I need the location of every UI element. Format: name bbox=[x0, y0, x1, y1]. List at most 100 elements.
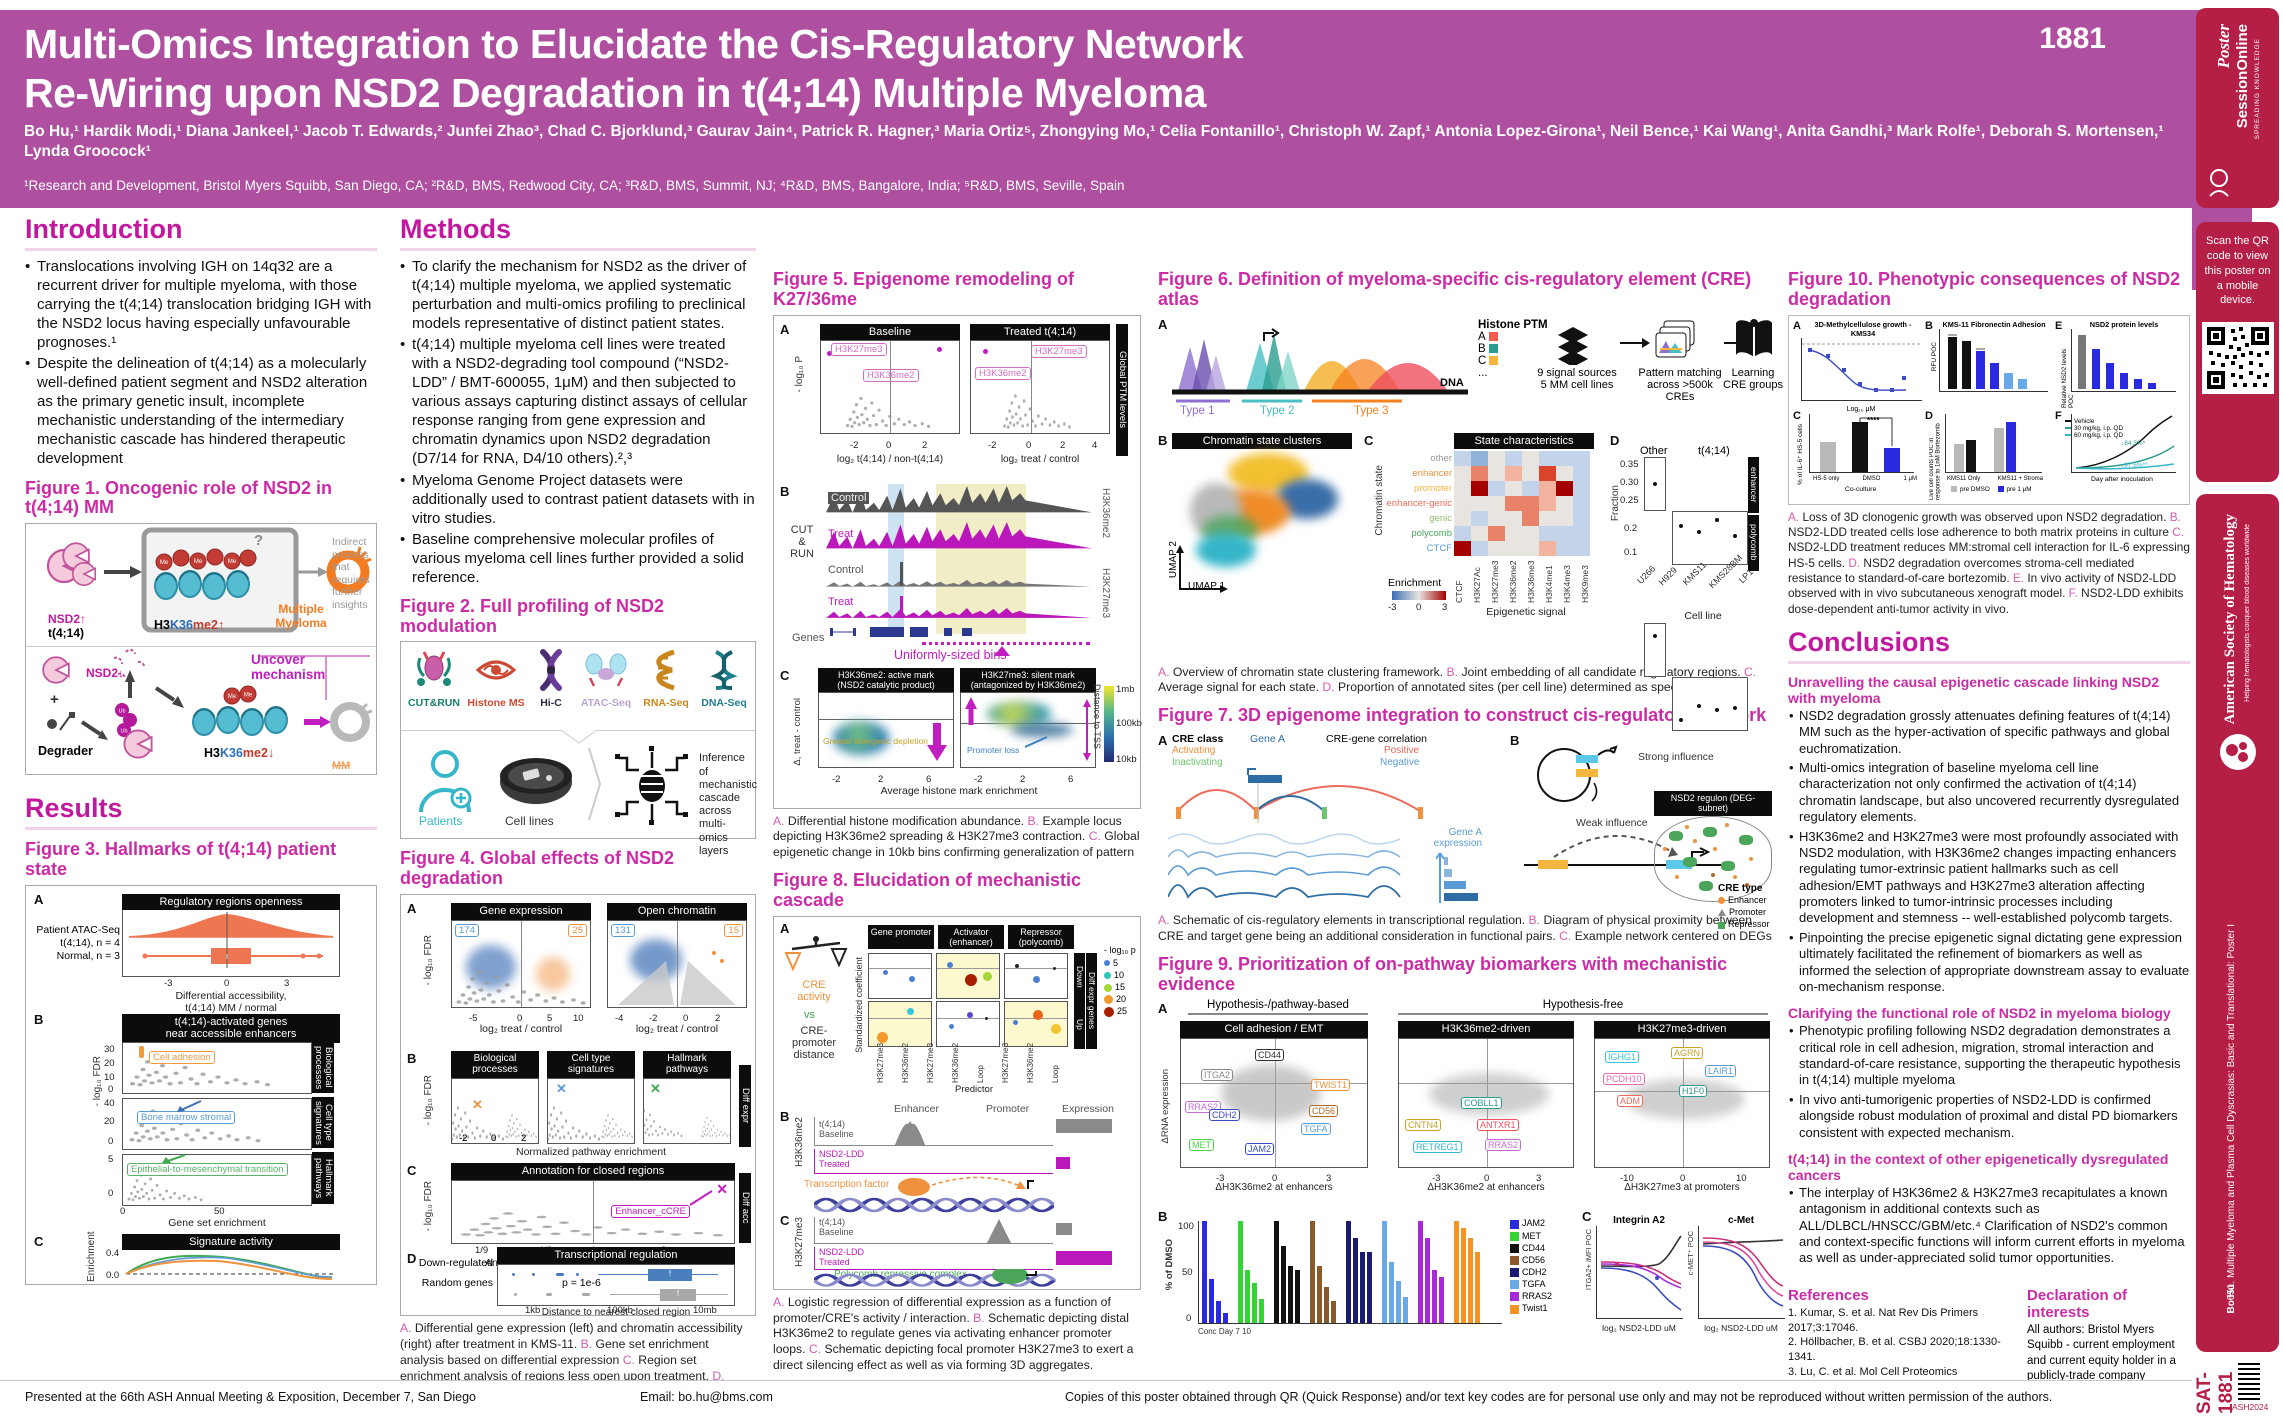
figure6-title: Figure 6. Definition of myeloma-specific… bbox=[1158, 269, 1752, 309]
fig6d-t414-bottom bbox=[1672, 676, 1748, 731]
fig9b-xlabels: Conc Day 7 10 bbox=[1198, 1327, 1251, 1337]
histone-ptm-legend: Histone PTM A B C ... bbox=[1478, 318, 1548, 379]
dna-label: DNA bbox=[1440, 376, 1464, 389]
fig1-bottom-diagram: + Ub Ub Me Me bbox=[42, 649, 373, 759]
assay-label: CUT&RUN bbox=[408, 697, 460, 710]
figure7-caption: A. Schematic of cis-regulatory elements … bbox=[1158, 913, 1772, 943]
fig3c-title: Signature activity bbox=[122, 1233, 340, 1251]
tick: 0 bbox=[491, 1132, 497, 1144]
network-icon bbox=[615, 746, 688, 826]
panel-letter: D bbox=[1610, 432, 1620, 448]
cell-lines-label: Cell lines bbox=[505, 814, 554, 829]
fig5c-p1: H3K36me2: active mark(NSD2 catalytic pro… bbox=[818, 667, 954, 785]
figure8-title: Figure 8. Elucidation of mechanistic cas… bbox=[773, 870, 1082, 910]
gene-label: ANTXR1 bbox=[1477, 1119, 1519, 1132]
tick: -3 bbox=[1432, 1173, 1441, 1185]
cre-class-label: CRE class bbox=[1172, 733, 1224, 746]
tick: 0.4 bbox=[106, 1247, 120, 1259]
histonems-icon bbox=[475, 660, 517, 680]
figure7: A CRE class Activating Inactivating Gene… bbox=[1158, 731, 1776, 929]
fig9b-legend: JAM2 MET CD44 CD56 CDH2 TGFA RRAS2 Twist… bbox=[1510, 1217, 1552, 1314]
xlabel: log₂ treat / control bbox=[479, 1022, 563, 1035]
fig9c-p2: c-Met c-MET⁺ POC log₂ NSD2-LDD uM bbox=[1686, 1215, 1785, 1334]
tick: 0 bbox=[108, 1083, 114, 1095]
figure2-title: Figure 2. Full profiling of NSD2 modulat… bbox=[400, 595, 664, 636]
footer-copies-note: Copies of this poster obtained through Q… bbox=[1065, 1390, 2053, 1404]
affiliations: ¹Research and Development, Bristol Myers… bbox=[24, 178, 1125, 193]
annotation: Epithelial-to-mesenchymal transition bbox=[127, 1162, 288, 1176]
gene-label: MET bbox=[1189, 1139, 1214, 1152]
tick: 0 bbox=[224, 977, 230, 989]
tick: -2 bbox=[850, 439, 859, 451]
tick: 3 bbox=[1536, 1173, 1542, 1185]
fig10f-legend: Vehicle 30 mg/kg, i.p. QD 60 mg/kg, i.p.… bbox=[2065, 418, 2123, 439]
tick: -2 bbox=[974, 773, 983, 785]
panel-title: H3K27me3: silent mark(antagonized by H3K… bbox=[960, 667, 1096, 693]
enhancer-header: Enhancer bbox=[894, 1102, 939, 1115]
panel-letter: B bbox=[1158, 1209, 1168, 1225]
tick: -2 bbox=[988, 439, 997, 451]
figure4-title: Figure 4. Global effects of NSD2 degrada… bbox=[400, 848, 675, 889]
fig1-top-diagram: Me Me Me bbox=[46, 527, 372, 633]
tf-label: Transcription factor bbox=[804, 1178, 890, 1190]
tick: 10 bbox=[1736, 1173, 1747, 1185]
gene-label: COBLL1 bbox=[1461, 1097, 1502, 1110]
conclusions-sub1: Unravelling the causal epigenetic cascad… bbox=[1788, 673, 2160, 706]
xlabel: ΔH3K36me2 at enhancers bbox=[1215, 1182, 1333, 1194]
title-line-1: Multi-Omics Integration to Elucidate the… bbox=[24, 21, 1244, 67]
panel-title: Hallmark pathways bbox=[643, 1050, 731, 1078]
assay-label: Histone MS bbox=[467, 697, 525, 710]
tick: -2 bbox=[459, 1132, 468, 1144]
panel-letter: C bbox=[34, 1233, 44, 1249]
degrader-label: Degrader bbox=[38, 744, 93, 759]
type-label: Type 3 bbox=[1354, 404, 1389, 417]
postersession-block: Poster SessionOnline SPREADING KNOWLEDGE bbox=[2196, 8, 2279, 208]
panel-letter: A bbox=[780, 321, 790, 337]
ylabel: Live cell counts POC in response to 1nM … bbox=[1929, 422, 1942, 500]
gene-label: PCDH10 bbox=[1603, 1073, 1645, 1086]
ylabel: Relative NSD2 levels POC bbox=[2061, 348, 2075, 408]
question-mark: ? bbox=[254, 532, 264, 550]
methods-bullet: Myeloma Genome Project datasets were add… bbox=[400, 471, 756, 528]
fig8a-legend: - log₁₀ p 5 10 15 20 25 bbox=[1104, 944, 1136, 1017]
figure4: A - log₁₀ FDR Gene expression 174 25 -5 … bbox=[400, 893, 756, 1318]
panel-title: H3K36me2: active mark(NSD2 catalytic pro… bbox=[818, 667, 954, 693]
conclusion-bullet: In vivo anti-tumorigenic properties of N… bbox=[1788, 1092, 2190, 1141]
tick: 10mb bbox=[693, 1304, 717, 1316]
figure5-caption: A. Differential histone modification abu… bbox=[773, 813, 1140, 860]
pso-logo-icon bbox=[2209, 169, 2229, 197]
cre-type-legend: CRE type Enhancer Promoter Repressor bbox=[1718, 883, 1770, 930]
conclusion-bullet: Pinpointing the precise epigenetic signa… bbox=[1788, 930, 2190, 996]
col-header: Gene promoter bbox=[868, 924, 934, 950]
fig3a-xlabel: Differential accessibility,t(4;14) MM / … bbox=[175, 990, 287, 1015]
fig9-p2: H3K36me2-driven COBLL1 CNTN4 ANTXR1 RETR… bbox=[1398, 1021, 1574, 1193]
tick: -3 bbox=[164, 977, 173, 989]
conclusions-list1: NSD2 degradation grossly attenuates defi… bbox=[1788, 708, 2190, 995]
panel-letter: A bbox=[407, 900, 417, 916]
fig10e: E NSD2 protein levels Relative NSD2 leve… bbox=[2055, 320, 2181, 408]
footer-email[interactable]: Email: bo.hu@bms.com bbox=[640, 1390, 773, 1404]
xlabel: Log₁₀ μM bbox=[1846, 405, 1876, 413]
colorbar-label: Distance to TSS bbox=[1092, 683, 1102, 749]
panel-title: Baseline bbox=[820, 323, 960, 341]
tick: -3 bbox=[1216, 1173, 1225, 1185]
panel-title: Cell adhesion / EMT bbox=[1180, 1021, 1368, 1039]
svg-text:Ub: Ub bbox=[120, 729, 127, 735]
mark-label: H3K27me3 bbox=[831, 343, 887, 357]
fig10a: A 3D-Methylcellulose growth - KMS34 Log₁… bbox=[1793, 320, 1922, 413]
tick: 100 bbox=[1178, 1221, 1194, 1233]
type-label: Type 2 bbox=[1260, 404, 1295, 417]
count-up: 25 bbox=[568, 923, 587, 937]
event-label: ASH2024 bbox=[2232, 1402, 2269, 1412]
fig6d-enhancer: enhancer bbox=[1748, 456, 1759, 513]
dna-helix-2 bbox=[814, 1268, 1074, 1287]
results-heading: Results bbox=[25, 793, 377, 831]
